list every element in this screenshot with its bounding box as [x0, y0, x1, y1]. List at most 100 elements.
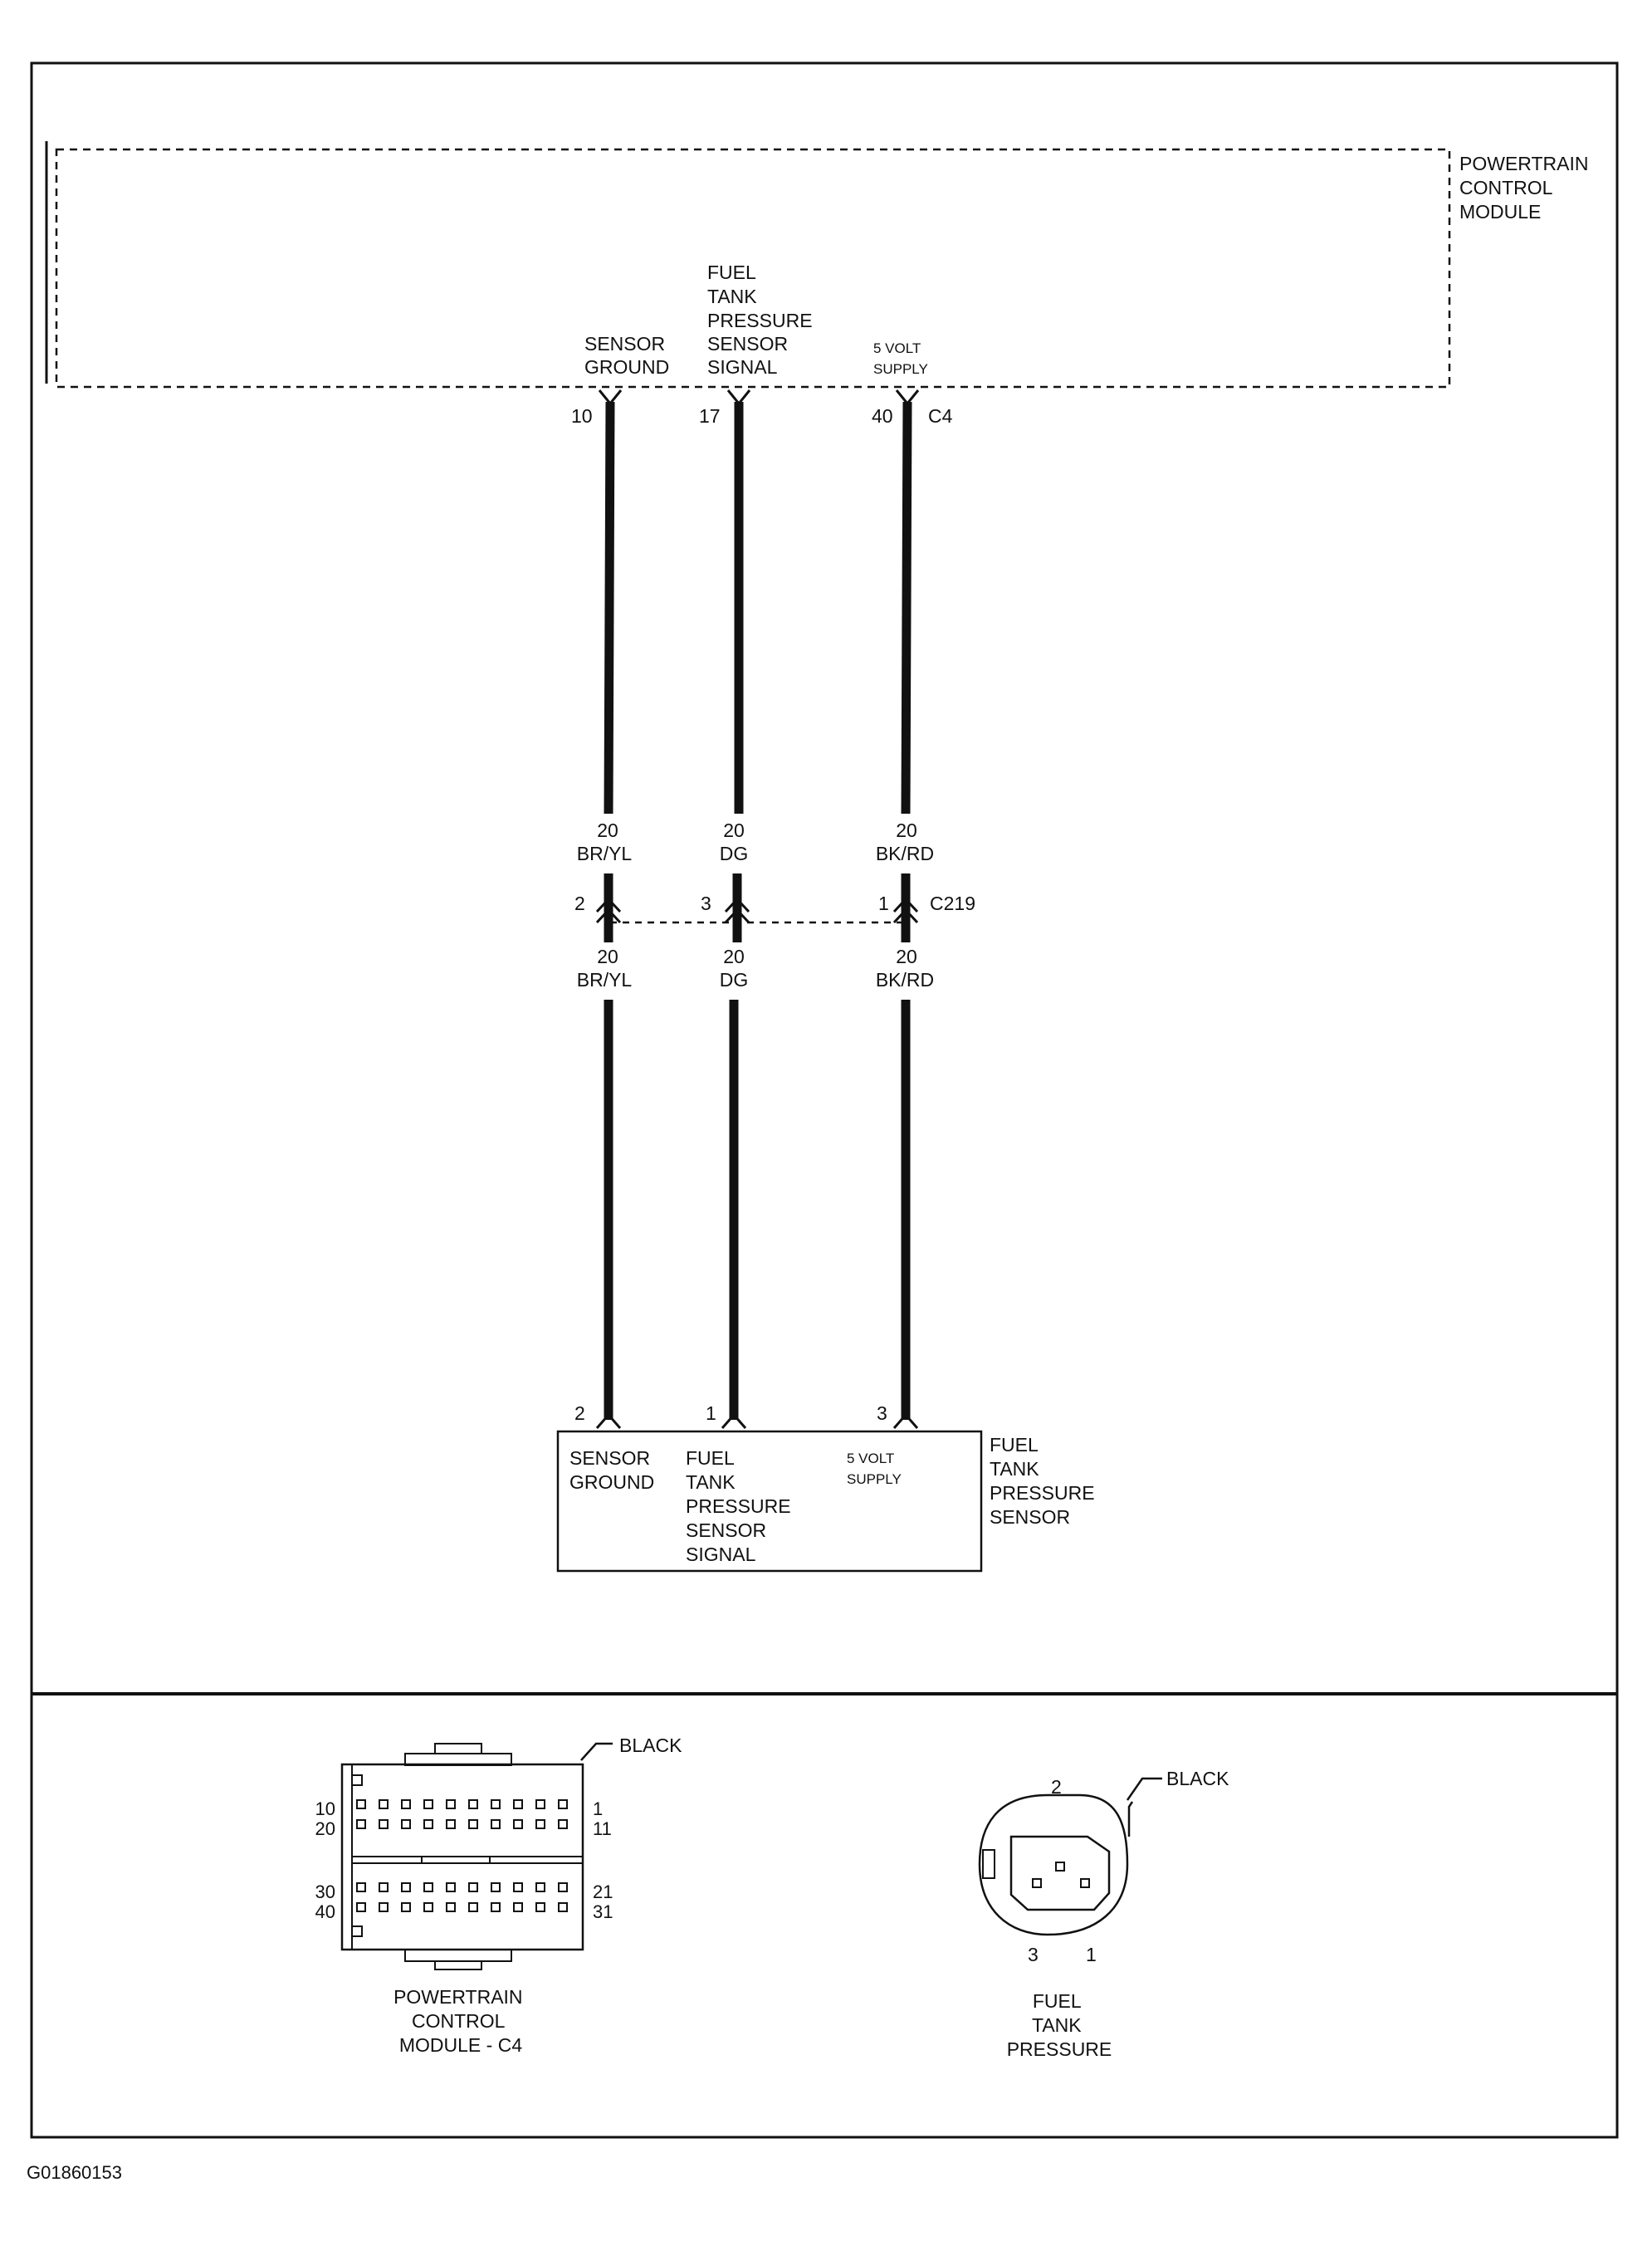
connector-latch: [404, 1949, 512, 1962]
pin-cavity: [513, 1819, 523, 1829]
sensor-supply-function-label: 5 VOLT SUPPLY: [847, 1451, 902, 1487]
pin-cavity: [423, 1882, 433, 1892]
pin-cavity: [401, 1902, 411, 1912]
pin-v-mark: [595, 1412, 622, 1429]
pin-v-mark: [598, 389, 623, 406]
pcm-c4-connector-view: 10 20 30 40 1 11 21 31 BLACK POWERTRAIN …: [315, 1735, 683, 2056]
c219-pin-number: 2: [574, 893, 585, 914]
pin-cavity: [423, 1819, 433, 1829]
pin-v-mark: [726, 389, 751, 406]
pin-v-mark: [892, 1412, 919, 1429]
sensor-pin-number: 2: [574, 1402, 585, 1424]
pin-cavity: [356, 1902, 366, 1912]
fuel-tank-pressure-caption: FUEL TANK PRESSURE: [1007, 1990, 1112, 2060]
pin-cavity-grid: [356, 1799, 568, 1912]
sensor-outline: [556, 1430, 983, 1573]
pin-cavity: [535, 1819, 545, 1829]
function-line: GROUND: [569, 1471, 654, 1493]
sensor-pin-number: 1: [706, 1402, 716, 1424]
function-line: GROUND: [584, 356, 669, 378]
wires-upper: [598, 389, 920, 815]
pin-cavity: [446, 1882, 456, 1892]
function-line: TANK: [707, 286, 757, 307]
pcm-pin-number: 10: [571, 405, 593, 427]
connector-color-label: BLACK: [619, 1735, 682, 1756]
pin-number-bottom-right: 1: [1086, 1944, 1097, 1965]
fuel-tank-pressure-connector-view: 2 3 1 BLACK FUEL TANK PRESSURE: [978, 1768, 1229, 2060]
sensor-name-line: PRESSURE: [990, 1482, 1095, 1504]
wire-labels-upper: 20 BR/YL 20 DG 20 BK/RD: [577, 820, 934, 864]
function-line: 5 VOLT: [873, 340, 921, 356]
c219-connector-id: C219: [930, 893, 975, 914]
wire-color-code: DG: [720, 969, 749, 991]
pin-cavity: [1055, 1862, 1065, 1872]
diagram-frame: [30, 61, 1619, 2139]
caption-line: PRESSURE: [1007, 2038, 1112, 2060]
pin-cavity: [558, 1902, 568, 1912]
caption-line: POWERTRAIN: [393, 1986, 522, 2008]
function-line: PRESSURE: [686, 1495, 791, 1517]
pin-cavity: [356, 1882, 366, 1892]
pin-cavity: [423, 1902, 433, 1912]
pin-cavity: [1032, 1878, 1042, 1888]
connector-chevron: [892, 897, 919, 924]
function-line: 5 VOLT: [847, 1451, 894, 1466]
sensor-pin-number: 3: [877, 1402, 887, 1424]
pcm-pin-number: 17: [699, 405, 721, 427]
pin-cavity: [513, 1799, 523, 1809]
connector-color-label: BLACK: [1166, 1768, 1229, 1789]
connector-chevron: [595, 897, 622, 924]
sensor-name-label: FUEL TANK PRESSURE SENSOR: [990, 1434, 1100, 1528]
connector-tab: [351, 1774, 363, 1786]
row-label-left: 20: [315, 1818, 335, 1839]
pcm-name-line: CONTROL: [1459, 177, 1553, 198]
pcm-c4-caption: POWERTRAIN CONTROL MODULE - C4: [393, 1986, 528, 2056]
pin-cavity: [468, 1799, 478, 1809]
row-label-right: 31: [593, 1901, 613, 1922]
pcm-connector-id: C4: [928, 405, 953, 427]
connector-chevron: [724, 897, 750, 924]
row-label-right: 1: [593, 1798, 603, 1819]
pin-cavity: [446, 1819, 456, 1829]
pcm-ground-function-label: SENSOR GROUND: [584, 333, 671, 378]
pin-number-bottom-left: 3: [1028, 1944, 1039, 1965]
row-label-left: 40: [315, 1901, 335, 1922]
connector-face: [1009, 1835, 1111, 1911]
pin-cavity: [356, 1799, 366, 1809]
connector-shell: [978, 1793, 1129, 1936]
pin-cavity: [423, 1799, 433, 1809]
sensor-ground-function-label: SENSOR GROUND: [569, 1447, 656, 1493]
pcm-module: POWERTRAIN CONTROL MODULE SENSOR GROUND …: [45, 141, 1588, 389]
function-line: SIGNAL: [686, 1544, 756, 1565]
pcm-supply-function-label: 5 VOLT SUPPLY: [873, 340, 928, 377]
function-line: TANK: [686, 1471, 736, 1493]
connector-key: [982, 1849, 995, 1879]
pcm-name-line: MODULE: [1459, 201, 1541, 223]
pcm-connector-c4: 10 17 40 C4: [571, 405, 953, 427]
function-line: SENSOR: [686, 1519, 766, 1541]
pcm-dashed-outline: [55, 148, 1451, 389]
pin-cavity: [535, 1882, 545, 1892]
function-line: SENSOR: [707, 333, 788, 355]
fuel-tank-pressure-sensor: SENSOR GROUND FUEL TANK PRESSURE SENSOR …: [556, 1430, 1100, 1573]
pin-cavity: [401, 1882, 411, 1892]
pin-cavity: [513, 1902, 523, 1912]
pin-cavity: [379, 1799, 389, 1809]
function-line: SUPPLY: [873, 361, 928, 377]
wire-color-code: BR/YL: [577, 843, 633, 864]
pin-v-mark: [895, 389, 920, 406]
leader-line: [580, 1742, 613, 1761]
caption-line: CONTROL: [412, 2010, 506, 2032]
wire-br-yl-upper: [604, 401, 615, 815]
connector-latch-top: [434, 1743, 482, 1754]
wire-bk-rd-upper: [901, 401, 912, 815]
sensor-signal-function-label: FUEL TANK PRESSURE SENSOR SIGNAL: [686, 1447, 796, 1565]
pin-cavity: [446, 1799, 456, 1809]
connector-tab: [351, 1925, 363, 1937]
wires-lower: 2 1 3: [574, 1000, 919, 1429]
pin-cavity: [491, 1902, 501, 1912]
sensor-name-line: FUEL: [990, 1434, 1039, 1456]
function-line: SUPPLY: [847, 1471, 902, 1487]
pin-cavity: [558, 1819, 568, 1829]
